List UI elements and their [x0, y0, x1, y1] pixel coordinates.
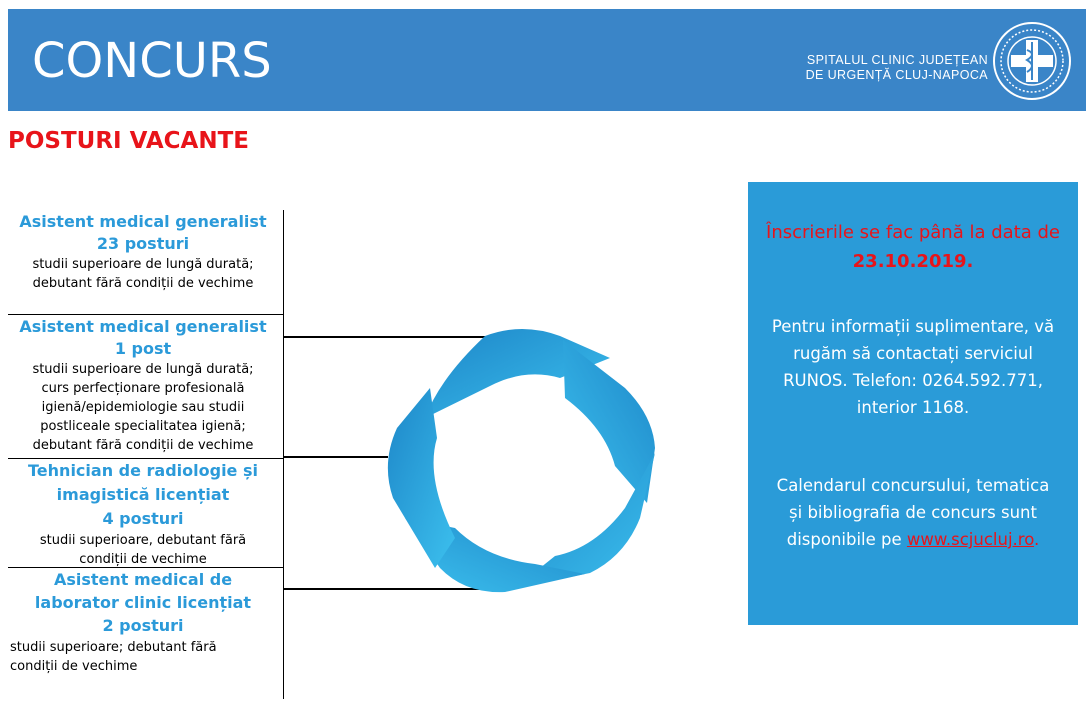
post-separator-3	[8, 567, 284, 568]
website-link[interactable]: www.scjucluj.ro	[906, 530, 1035, 549]
swirl-blade-5	[387, 388, 455, 568]
post-detail: igienă/epidemiologie sau studii	[41, 400, 245, 415]
post-item: Asistent medical generalist 23 posturi s…	[10, 211, 276, 293]
registration-prefix: Înscrierile se fac până la data de	[766, 222, 1060, 243]
connector-line-2	[283, 456, 388, 458]
post-detail: condiții de vechime	[79, 552, 207, 567]
registration-suffix: .	[966, 251, 974, 272]
post-item: Asistent medical de laborator clinic lic…	[10, 568, 276, 676]
post-detail: studii superioare, debutant fără	[39, 533, 247, 548]
post-detail: curs perfecționare profesională	[41, 381, 245, 396]
post-count: 23 posturi	[96, 234, 190, 253]
registration-date: 23.10.2019	[852, 251, 967, 272]
post-title: Asistent medical generalist	[19, 212, 267, 231]
hospital-name-line2: DE URGENȚĂ CLUJ-NAPOCA	[805, 68, 988, 82]
swirl-blade-3	[515, 453, 655, 588]
website-suffix: .	[1034, 530, 1040, 549]
post-title: Tehnician de radiologie și	[28, 461, 258, 480]
calendar-text: Calendarul concursului, tematica și bibl…	[776, 476, 1050, 549]
calendar-info: Calendarul concursului, tematica și bibl…	[768, 472, 1058, 553]
post-separator-1	[8, 314, 284, 315]
post-detail: postliceale specialitatea igienă;	[40, 419, 246, 434]
post-count: 2 posturi	[102, 616, 184, 635]
post-item: Tehnician de radiologie și imagistică li…	[10, 459, 276, 569]
post-detail: studii superioare de lungă durată;	[32, 257, 254, 272]
pentagon-swirl-graphic	[387, 329, 655, 593]
post-detail: studii superioare de lungă durată;	[32, 362, 254, 377]
contact-info: Pentru informații suplimentare, vă rugăm…	[771, 317, 1055, 417]
post-title: Asistent medical generalist	[19, 317, 267, 336]
post-separator-2	[8, 458, 284, 459]
vertical-divider	[283, 210, 284, 699]
post-title: Asistent medical de	[53, 570, 233, 589]
swirl-blade-2	[563, 340, 655, 503]
post-title: laborator clinic licențiat	[34, 593, 252, 612]
post-count: 4 posturi	[102, 509, 184, 528]
post-detail: studii superioare; debutant fără	[10, 640, 217, 655]
post-detail: debutant fără condiții de vechime	[32, 438, 254, 453]
section-title: POSTURI VACANTE	[8, 128, 249, 154]
swirl-center	[455, 398, 590, 518]
hospital-name-line1: SPITALUL CLINIC JUDEȚEAN	[806, 53, 988, 67]
page-title: CONCURS	[32, 33, 272, 89]
post-count: 1 post	[114, 339, 172, 358]
post-detail: debutant fără condiții de vechime	[32, 276, 254, 291]
post-item: Asistent medical generalist 1 post studi…	[10, 316, 276, 455]
connector-line-1	[283, 336, 498, 338]
post-detail: condiții de vechime	[10, 659, 138, 674]
hospital-name: SPITALUL CLINIC JUDEȚEAN DE URGENȚĂ CLUJ…	[798, 53, 988, 83]
hospital-logo-icon	[993, 22, 1071, 100]
connector-line-3	[283, 588, 488, 590]
info-box: Înscrierile se fac până la data de 23.10…	[748, 182, 1078, 625]
post-title: imagistică licențiat	[56, 485, 230, 504]
header-banner: CONCURS SPITALUL CLINIC JUDEȚEAN DE URGE…	[8, 9, 1086, 111]
registration-deadline: Înscrierile se fac până la data de 23.10…	[748, 218, 1078, 276]
